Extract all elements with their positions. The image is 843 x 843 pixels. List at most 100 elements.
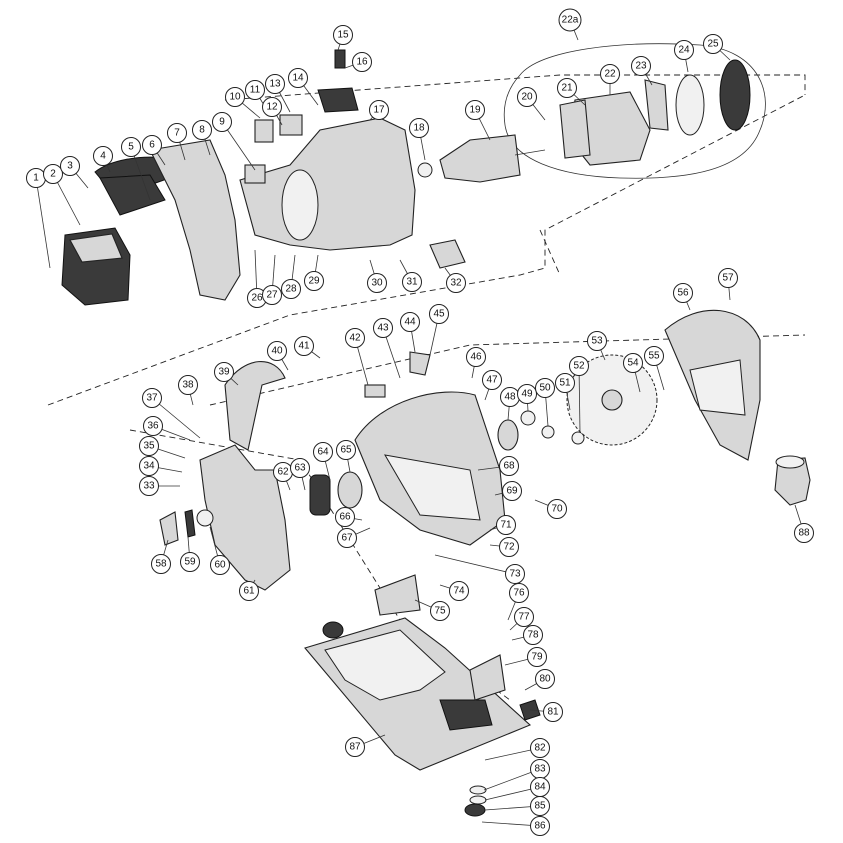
callout-14: 14	[288, 68, 308, 88]
callout-number: 77	[518, 612, 530, 623]
callout-86: 86	[530, 816, 550, 836]
callout-circle	[288, 68, 308, 88]
callout-18: 18	[409, 118, 429, 138]
dust-port	[774, 455, 811, 506]
callout-circle	[210, 555, 230, 575]
callout-74: 74	[449, 581, 469, 601]
callout-66: 66	[335, 507, 355, 527]
callout-71: 71	[496, 515, 516, 535]
callout-circle	[265, 74, 285, 94]
callout-circle	[345, 328, 365, 348]
callout-number: 23	[635, 61, 647, 72]
leader-line-52	[578, 365, 581, 433]
callout-number: 10	[229, 92, 241, 103]
callout-circle	[535, 669, 555, 689]
callout-number: 24	[678, 45, 690, 56]
callout-circle	[373, 318, 393, 338]
callout-circle	[794, 523, 814, 543]
callout-73: 73	[505, 564, 525, 584]
callout-number: 72	[503, 542, 515, 553]
callout-number: 61	[243, 586, 255, 597]
callout-number: 25	[707, 39, 719, 50]
motor-stator	[559, 59, 751, 166]
callout-34: 34	[139, 456, 159, 476]
callout-number: 36	[147, 421, 159, 432]
callout-9: 9	[212, 112, 232, 132]
callout-75: 75	[430, 601, 450, 621]
motor-armature	[417, 134, 546, 183]
callout-number: 83	[534, 764, 546, 775]
callout-circle	[527, 647, 547, 667]
callout-number: 30	[371, 278, 383, 289]
callout-number: 18	[413, 123, 425, 134]
callout-7: 7	[167, 123, 187, 143]
callout-1: 1	[26, 168, 46, 188]
blade-housing	[354, 391, 506, 546]
callout-64: 64	[313, 442, 333, 462]
callout-circle	[281, 279, 301, 299]
callout-number: 57	[722, 273, 734, 284]
callout-48: 48	[500, 387, 520, 407]
callout-13: 13	[265, 74, 285, 94]
callout-circle	[400, 312, 420, 332]
callout-number: 56	[677, 288, 689, 299]
leader-line-37	[151, 397, 201, 439]
callout-54: 54	[623, 353, 643, 373]
callout-circle	[121, 137, 141, 157]
callout-77: 77	[514, 607, 534, 627]
callout-50: 50	[535, 378, 555, 398]
callout-circle	[93, 146, 113, 166]
callout-circle	[139, 456, 159, 476]
callout-number: 28	[285, 284, 297, 295]
callout-24: 24	[674, 40, 694, 60]
saw-blade	[566, 354, 658, 446]
callout-5: 5	[121, 137, 141, 157]
callout-37: 37	[142, 388, 162, 408]
motor-housing	[239, 87, 416, 251]
callout-number: 6	[149, 140, 155, 151]
callout-78: 78	[523, 625, 543, 645]
callout-number: 39	[218, 367, 230, 378]
callout-22: 22	[600, 64, 620, 84]
callout-circle	[555, 373, 575, 393]
callout-number: 44	[404, 317, 416, 328]
callout-number: 87	[349, 742, 361, 753]
callout-59: 59	[180, 552, 200, 572]
callout-circle	[225, 87, 245, 107]
callout-circle	[178, 375, 198, 395]
callout-circle	[290, 458, 310, 478]
callout-40: 40	[267, 341, 287, 361]
callout-27: 27	[262, 285, 282, 305]
callout-number: 79	[531, 652, 543, 663]
callout-number: 33	[143, 481, 155, 492]
callout-number: 53	[591, 336, 603, 347]
callout-61: 61	[239, 581, 259, 601]
callout-circle	[482, 370, 502, 390]
callout-38: 38	[178, 375, 198, 395]
callout-circle	[352, 52, 372, 72]
callout-28: 28	[281, 279, 301, 299]
callout-circle	[262, 97, 282, 117]
callout-8: 8	[192, 120, 212, 140]
callout-number: 80	[539, 674, 551, 685]
callout-79: 79	[527, 647, 547, 667]
callout-23: 23	[631, 56, 651, 76]
callout-43: 43	[373, 318, 393, 338]
callout-16: 16	[352, 52, 372, 72]
callout-number: 48	[504, 392, 516, 403]
callout-82: 82	[530, 738, 550, 758]
callout-circle	[509, 583, 529, 603]
callout-number: 71	[500, 520, 512, 531]
callout-76: 76	[509, 583, 529, 603]
callout-number: 9	[219, 117, 225, 128]
callout-35: 35	[139, 436, 159, 456]
callout-circle	[569, 356, 589, 376]
callout-circle	[558, 8, 582, 32]
callout-63: 63	[290, 458, 310, 478]
callout-60: 60	[210, 555, 230, 575]
callout-12: 12	[262, 97, 282, 117]
switch-parts	[244, 49, 346, 184]
callout-number: 26	[251, 293, 263, 304]
bevel-brackets	[374, 574, 541, 721]
